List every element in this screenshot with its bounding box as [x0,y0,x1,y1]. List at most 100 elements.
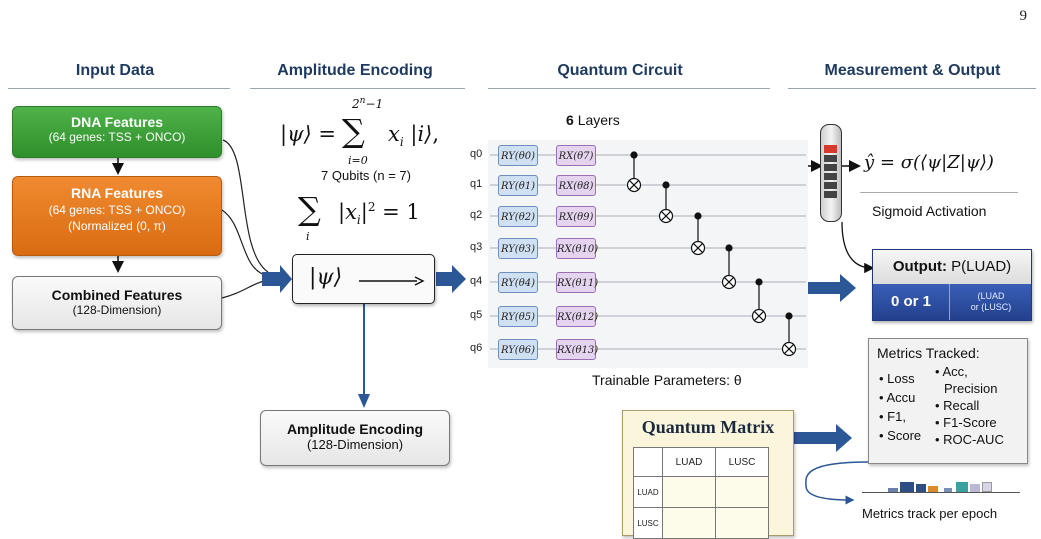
dna-subtitle: (64 genes: TSS + ONCO) [48,130,186,144]
epoch-bar [916,484,926,492]
metric-item: Precision [944,381,998,396]
header-rule [8,88,230,89]
epoch-bar [944,488,952,492]
rna-title: RNA Features [70,185,164,201]
rx-gate: RX(θ8) [556,175,596,196]
metric-item: • F1-Score [935,415,997,430]
meter-segment [824,182,837,189]
rx-gate: RX(θ11) [556,272,598,293]
arrow-matrix-to-metrics [790,424,852,452]
header-rule [250,88,465,89]
matrix-col-header: LUAD [662,447,716,477]
ry-gate: RY(θ2) [498,206,538,227]
formula-rule [860,192,1018,193]
matrix-cell [715,507,769,539]
ry-gate: RY(θ0) [498,145,538,166]
combined-title: Combined Features [51,287,183,303]
amplitude-encoding-subtitle: (128-Dimension) [306,437,404,452]
combined-features-box: Combined Features (128-Dimension) [12,276,222,330]
output-header: Output: P(LUAD) [873,250,1031,284]
rna-normalized: (Normalized (0, π) [68,219,166,233]
qubit-label: q3 [470,241,483,253]
rx-gate: RX(θ13) [556,339,598,360]
amplitude-encoding-title: Amplitude Encoding [286,421,424,437]
combined-subtitle: (128-Dimension) [72,303,162,317]
ry-gate: RY(θ5) [498,306,538,327]
metric-item: • Recall [935,398,980,413]
header-rule [788,88,1036,89]
metrics-right-column: • Acc, Precision • Recall • F1-Score • R… [935,363,1004,448]
rx-gate: RX(θ7) [556,145,596,166]
measurement-device-icon [820,124,842,222]
meter-segment [824,173,837,180]
ry-gate: RY(θ6) [498,339,538,360]
metric-item: • Acc, [935,364,968,379]
epoch-bar [888,488,898,492]
metrics-title: Metrics Tracked: [877,345,980,361]
confusion-matrix-table: LUAD LUSC LUAD LUSC [633,447,769,539]
state-symbol: |ψ⟩ [309,265,343,290]
meter-segment [824,155,837,162]
matrix-cell [662,507,716,539]
epoch-bar [928,486,938,492]
connector-rna [221,209,269,277]
section-header-circuit: Quantum Circuit [557,62,683,79]
amplitude-encoding-box: Amplitude Encoding (128-Dimension) [260,410,450,466]
output-class-line: (LUAD [977,291,1005,301]
table-row: LUAD LUSC [633,447,769,477]
qubit-label: q0 [470,148,483,160]
arrow-into-encoding [262,265,292,293]
connector-dna [222,139,269,273]
output-formula: ŷ = σ(⟨ψ|Z|ψ⟩) [864,152,994,173]
rx-gate: RX(θ12) [556,306,598,327]
page-number: 9 [1019,8,1028,24]
qubits-label: 7 Qubits (n = 7) [321,168,411,183]
rna-subtitle: (64 genes: TSS + ONCO) [48,203,186,217]
ry-gate: RY(θ3) [498,238,538,259]
qubit-label: q4 [470,275,483,287]
matrix-cell [715,476,769,508]
trainable-params-label: Trainable Parameters: θ [592,372,742,388]
section-header-measurement: Measurement & Output [824,62,1001,79]
epoch-bar [982,482,992,492]
rx-gate: RX(θ10) [556,238,598,259]
metrics-per-epoch-label: Metrics track per epoch [862,506,998,521]
epoch-bar [956,482,968,492]
metric-item: • Accu [879,390,916,405]
qubit-label: q5 [470,309,483,321]
output-class-line: or (LUSC) [970,302,1012,312]
metric-item: • Loss [879,371,915,386]
matrix-row-header: LUAD [633,476,663,508]
qubit-label: q6 [470,342,483,354]
qubit-label: q1 [470,178,483,190]
header-rule [488,88,770,89]
metric-item: • ROC-AUC [935,432,1004,447]
epoch-baseline [862,492,1020,493]
output-label: Output: [892,258,947,275]
metrics-tracked-box: Metrics Tracked: • Loss • Accu • F1, • S… [868,338,1028,464]
arrow-to-epoch [805,461,869,505]
metrics-left-column: • Loss • Accu • F1, • Score [879,369,921,445]
sigmoid-label: Sigmoid Activation [872,203,987,219]
cnot-gates [626,151,797,357]
encoding-formula: 2n−1 |ψ⟩ = ∑ xi |i⟩, i=0 [280,96,440,167]
table-row: LUSC [633,507,769,539]
arrow-into-circuit [436,265,466,293]
ry-gate: RY(θ4) [498,272,538,293]
layers-count: 6 [566,112,574,128]
meter-segment [824,191,837,198]
matrix-row-header: LUSC [633,507,663,539]
section-header-encoding: Amplitude Encoding [277,62,433,79]
section-header-input: Input Data [75,62,155,79]
meter-segment-red [824,145,837,153]
matrix-corner-cell [633,447,663,477]
dna-features-box: DNA Features (64 genes: TSS + ONCO) [12,106,222,158]
layers-word: Layers [577,112,620,128]
qubit-label: q2 [470,209,483,221]
arrow-measure-to-output [841,221,875,274]
output-result-bar: 0 or 1 (LUAD or (LUSC) [873,284,1031,320]
table-row: LUAD [633,476,769,508]
state-arrow-icon [359,276,425,286]
quantum-matrix-title: Quantum Matrix [641,417,775,437]
